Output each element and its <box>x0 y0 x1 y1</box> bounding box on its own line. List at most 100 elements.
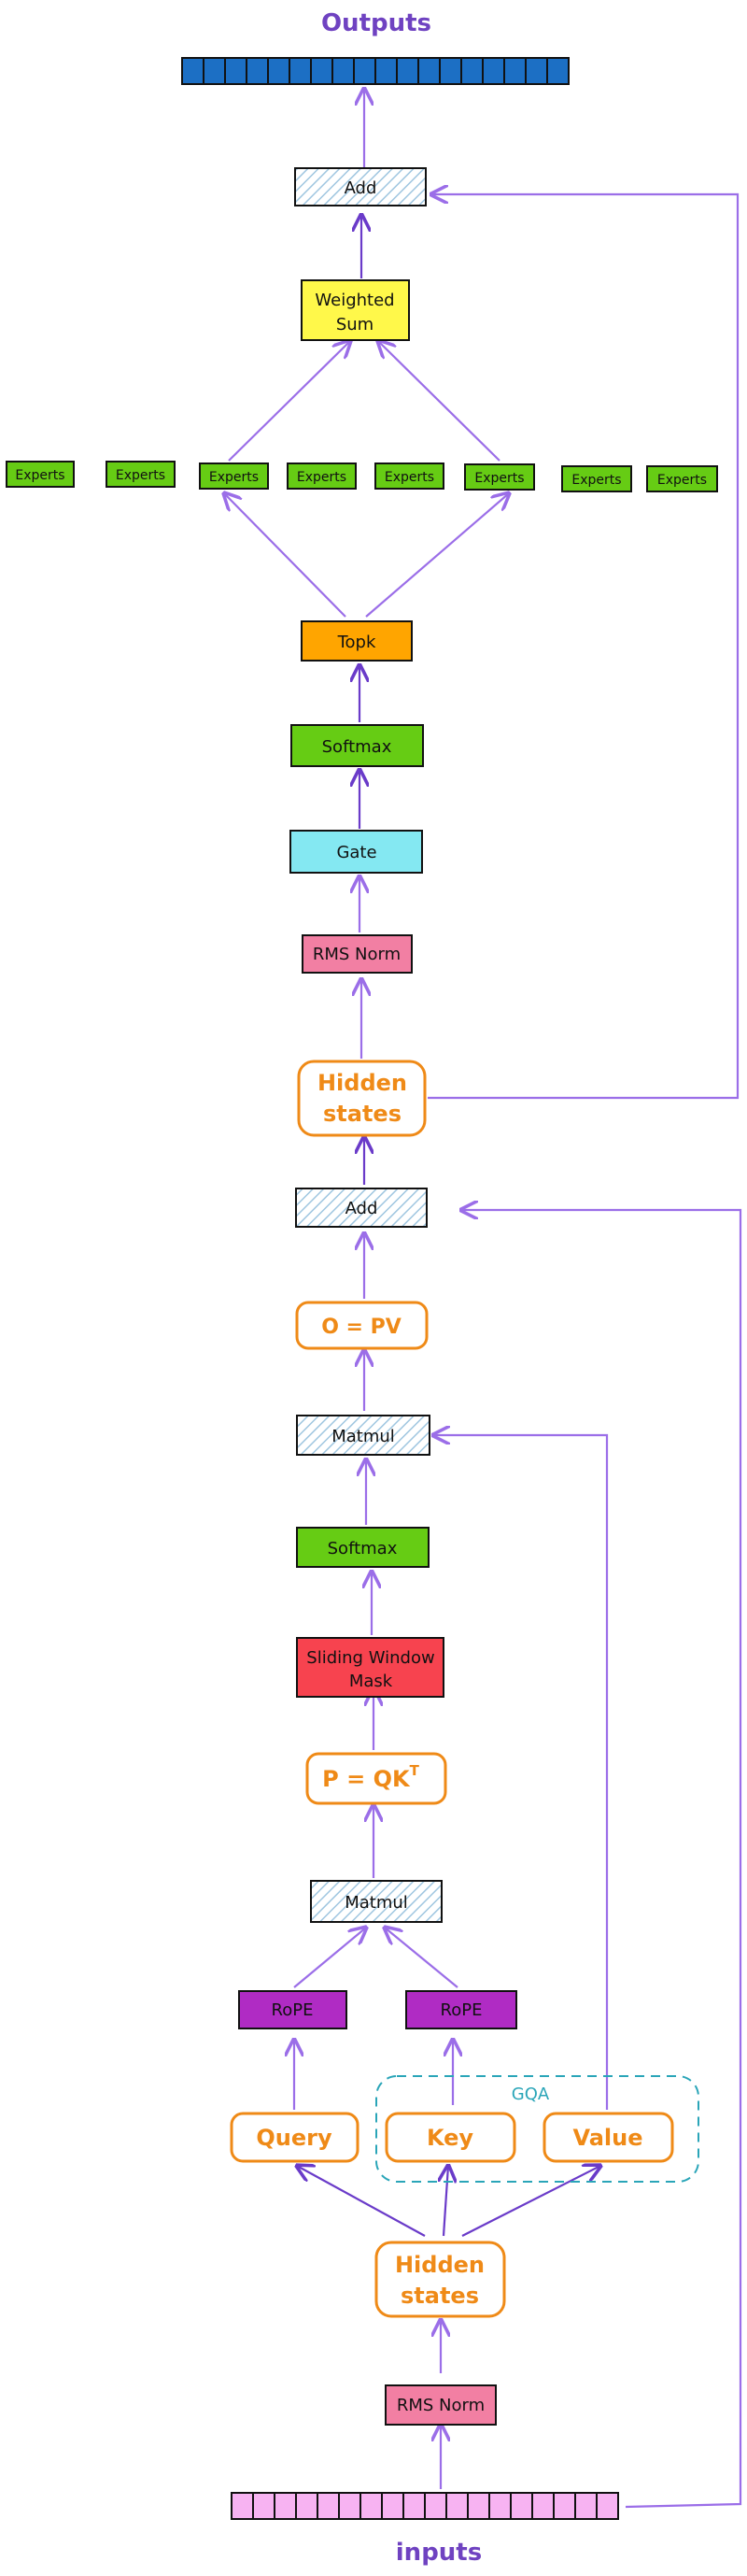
input-token <box>424 2492 447 2520</box>
output-token <box>331 57 355 85</box>
weighted-sum-label-1: Weighted <box>315 291 394 310</box>
sliding-window-mask-node: Sliding Window Mask <box>296 1637 444 1698</box>
expert-box <box>374 463 444 490</box>
expert-label: Experts <box>571 473 621 488</box>
topk-node: Topk <box>301 620 413 662</box>
mask-label-1: Sliding Window <box>306 1648 434 1668</box>
p-eq-qk-label: P = QKT <box>322 1762 419 1792</box>
arrows <box>224 89 742 2509</box>
arrow-topk-to-expert6 <box>365 493 509 618</box>
expert-box <box>199 463 269 490</box>
expert-label: Experts <box>209 470 259 485</box>
rope-query-node: RoPE <box>238 1990 347 2029</box>
input-token <box>488 2492 512 2520</box>
bottom-rms-norm-label: RMS Norm <box>397 2396 485 2415</box>
key-label: Key <box>427 2125 473 2151</box>
input-token <box>574 2492 598 2520</box>
input-token <box>402 2492 426 2520</box>
gate-node: Gate <box>289 830 423 874</box>
matmul-bottom-node: Matmul <box>310 1880 443 1923</box>
moe-rms-norm-node: RMS Norm <box>302 934 413 974</box>
arrow-hidden-to-value <box>461 2166 600 2237</box>
expert-box <box>106 461 176 488</box>
matmul-top-node: Matmul <box>296 1415 430 1456</box>
input-token <box>231 2492 254 2520</box>
rope-key-node: RoPE <box>405 1990 517 2029</box>
arrow-hidden-to-query <box>297 2166 426 2237</box>
key-node: Key <box>385 2112 516 2163</box>
hidden-states-top-node: Hidden states <box>297 1060 427 1137</box>
input-token <box>317 2492 340 2520</box>
output-token <box>181 57 204 85</box>
expert-box <box>6 461 75 488</box>
weighted-sum-label-2: Sum <box>336 315 374 334</box>
input-token <box>510 2492 533 2520</box>
moe-add-label: Add <box>345 178 377 198</box>
experts-row: Experts Experts Experts Experts Experts Exper… <box>6 461 718 492</box>
hidden-states-top-label-2: states <box>323 1101 402 1127</box>
output-token <box>482 57 505 85</box>
expert-label: Experts <box>15 468 64 483</box>
expert-label: Experts <box>657 473 707 488</box>
matmul-top-label: Matmul <box>331 1427 395 1446</box>
input-token <box>531 2492 555 2520</box>
hidden-states-bottom-node: Hidden states <box>374 2241 506 2318</box>
expert-label: Experts <box>116 468 165 483</box>
o-eq-pv-label: O = PV <box>321 1316 402 1339</box>
input-token <box>596 2492 619 2520</box>
hidden-states-top-label-1: Hidden <box>317 1070 407 1096</box>
arrow-topk-to-expert3 <box>224 493 346 618</box>
output-token <box>525 57 548 85</box>
arrow-ropeq-to-matmul <box>293 1928 366 1988</box>
hidden-states-bottom-label-1: Hidden <box>395 2252 485 2278</box>
output-token <box>246 57 269 85</box>
output-token <box>546 57 570 85</box>
output-token <box>224 57 247 85</box>
expert-box <box>287 463 357 490</box>
topk-label: Topk <box>337 633 376 652</box>
gqa-label: GQA <box>512 2085 550 2104</box>
input-token <box>445 2492 469 2520</box>
arrow-input-residual <box>461 1210 742 2509</box>
output-token-bar <box>181 57 570 85</box>
arrow-value-to-matmul <box>433 1435 609 2110</box>
output-token <box>310 57 333 85</box>
weighted-sum-node: Weighted Sum <box>301 279 410 341</box>
attn-add-node: Add <box>295 1188 428 1228</box>
input-token <box>295 2492 318 2520</box>
expert-box <box>646 465 718 492</box>
output-token <box>460 57 484 85</box>
bottom-rms-norm-node: RMS Norm <box>385 2384 497 2426</box>
hidden-states-bottom-label-2: states <box>401 2283 479 2309</box>
output-token <box>503 57 527 85</box>
input-token <box>553 2492 576 2520</box>
query-label: Query <box>256 2125 332 2151</box>
input-token <box>274 2492 297 2520</box>
input-token <box>338 2492 361 2520</box>
input-token-bar <box>231 2492 619 2520</box>
moe-softmax-node: Softmax <box>290 724 424 767</box>
mask-label-2: Mask <box>349 1672 393 1691</box>
output-token <box>439 57 462 85</box>
input-token <box>381 2492 404 2520</box>
value-label: Value <box>572 2125 642 2151</box>
gate-label: Gate <box>336 843 376 862</box>
moe-softmax-label: Softmax <box>322 737 392 757</box>
moe-rms-norm-label: RMS Norm <box>313 945 401 964</box>
arrow-ropek-to-matmul <box>385 1928 458 1988</box>
rope-key-label: RoPE <box>441 2000 483 2020</box>
arrow-hidden-to-key <box>444 2166 448 2237</box>
inputs-title: inputs <box>396 2539 482 2567</box>
input-token <box>359 2492 383 2520</box>
p-eq-qk-node: P = QKT <box>305 1752 447 1805</box>
input-token <box>467 2492 490 2520</box>
output-token <box>289 57 312 85</box>
matmul-bottom-label: Matmul <box>345 1893 408 1913</box>
p-eq-qk-superscript: T <box>410 1762 420 1779</box>
expert-label: Experts <box>385 470 434 485</box>
output-token <box>353 57 376 85</box>
expert-box <box>561 465 632 492</box>
attn-softmax-label: Softmax <box>328 1539 398 1558</box>
query-node: Query <box>230 2112 359 2163</box>
